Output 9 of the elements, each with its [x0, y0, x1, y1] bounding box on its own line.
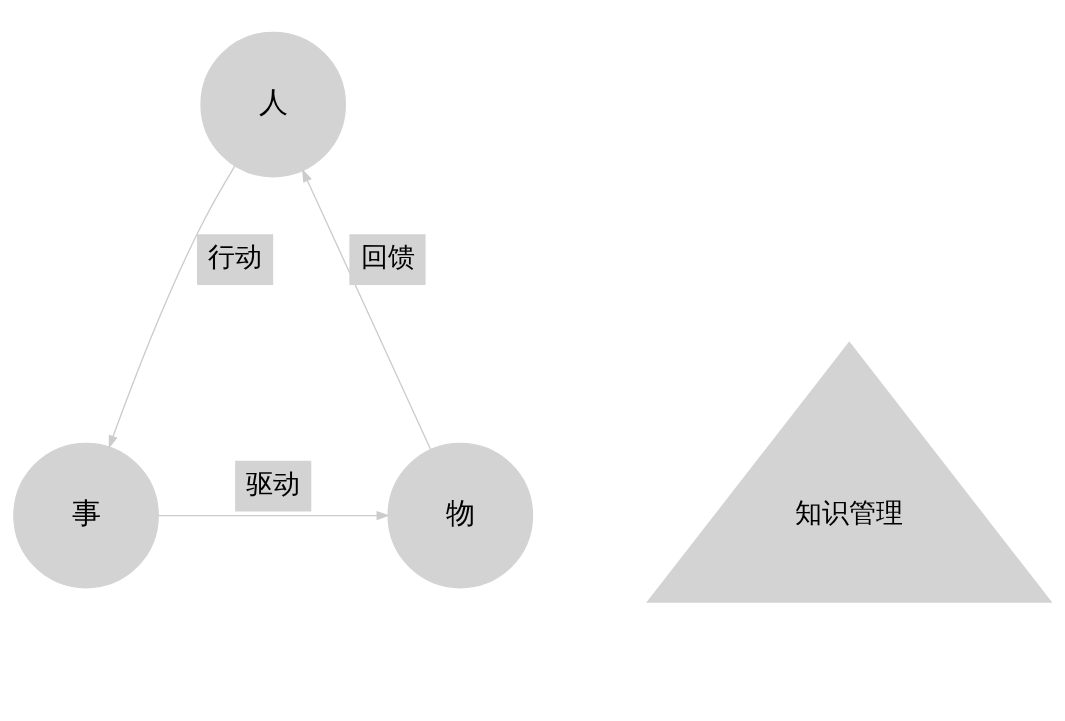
node-circle: 人: [200, 31, 347, 178]
edge-label: 行动: [208, 241, 263, 273]
arrow: [302, 168, 432, 451]
edge-label: 驱动: [246, 467, 301, 499]
node-circle: 事: [13, 442, 159, 589]
arrow: [158, 510, 390, 521]
arrow: [108, 165, 236, 449]
node-circle: 物: [387, 442, 534, 589]
edge-label: 回馈: [360, 241, 415, 273]
